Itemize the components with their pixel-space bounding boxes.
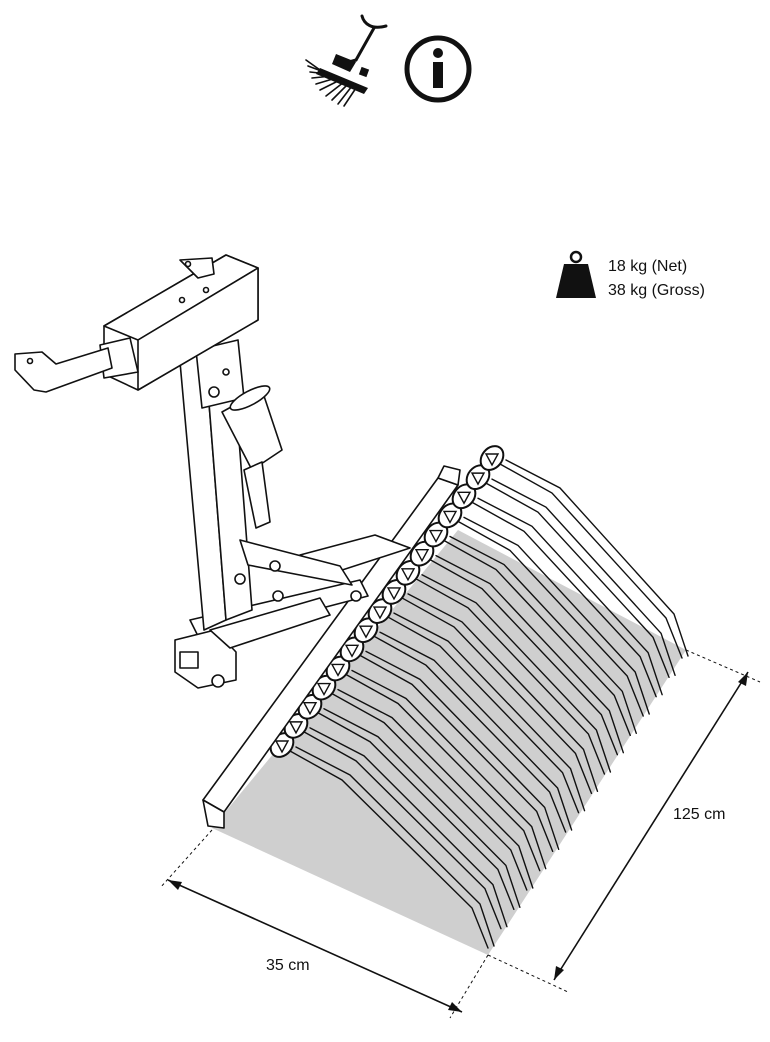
rake-attachment-icon <box>298 8 388 112</box>
width-dim-extension-left <box>160 830 212 888</box>
rake-tine <box>332 690 533 890</box>
length-dim-extension-bottom <box>488 955 568 992</box>
length-dim-arrow-top <box>738 672 748 686</box>
tine-coil-inner <box>276 741 288 752</box>
tine-coil-loop <box>476 442 508 475</box>
rake-tine <box>290 747 494 948</box>
tine-coil-inner <box>360 626 372 637</box>
width-dim-arrow-left <box>168 880 182 890</box>
weight-icon <box>556 250 596 300</box>
rake-tine <box>500 460 688 658</box>
rake-tine <box>346 670 546 870</box>
tine-coil-inner <box>402 569 414 580</box>
rake-tine <box>444 537 636 736</box>
rake-tine <box>374 632 572 832</box>
tine-coil-inner <box>444 511 456 522</box>
hitch-bracket <box>15 255 258 392</box>
tine-coil-inner <box>346 645 358 656</box>
tine-coil-inner <box>290 722 302 733</box>
tine-coil-inner <box>486 454 498 465</box>
rake-tine <box>458 517 649 716</box>
rake-tine <box>402 594 597 793</box>
tine-coil-inner <box>318 684 330 695</box>
tine-coil-inner <box>458 492 470 503</box>
tine-coil-inner <box>332 664 344 675</box>
rake-tine <box>388 613 585 813</box>
length-dimension-label: 125 cm <box>673 806 726 823</box>
length-dim-arrow-bottom <box>554 966 564 980</box>
rake-tine <box>430 556 623 755</box>
width-dim-line <box>168 880 462 1012</box>
net-weight-label: 18 kg (Net) <box>608 258 688 275</box>
info-icon <box>402 33 474 105</box>
tine-coil-inner <box>304 703 316 714</box>
rake-tines <box>266 442 688 948</box>
tine-coil-inner <box>374 607 386 618</box>
tine-coil-inner <box>430 531 442 542</box>
tine-coil-inner <box>472 473 484 484</box>
tine-coil-inner <box>388 588 400 599</box>
width-dim-arrow-right <box>448 1002 462 1012</box>
length-dim-line <box>554 672 748 980</box>
rake-tine <box>416 575 610 774</box>
rake-tine <box>304 728 507 929</box>
width-dimension-label: 35 cm <box>266 957 310 974</box>
rake-tine <box>360 651 559 851</box>
gross-weight-label: 38 kg (Gross) <box>608 282 705 299</box>
vertical-mast <box>180 340 252 630</box>
tine-coil-inner <box>416 550 428 561</box>
actuator-cylinder <box>222 381 361 601</box>
length-dim-extension-top <box>686 650 760 682</box>
rake-tine <box>318 709 520 910</box>
dimension-lines <box>160 650 760 1018</box>
rake-tine <box>486 479 675 677</box>
rake-tine <box>472 498 662 696</box>
